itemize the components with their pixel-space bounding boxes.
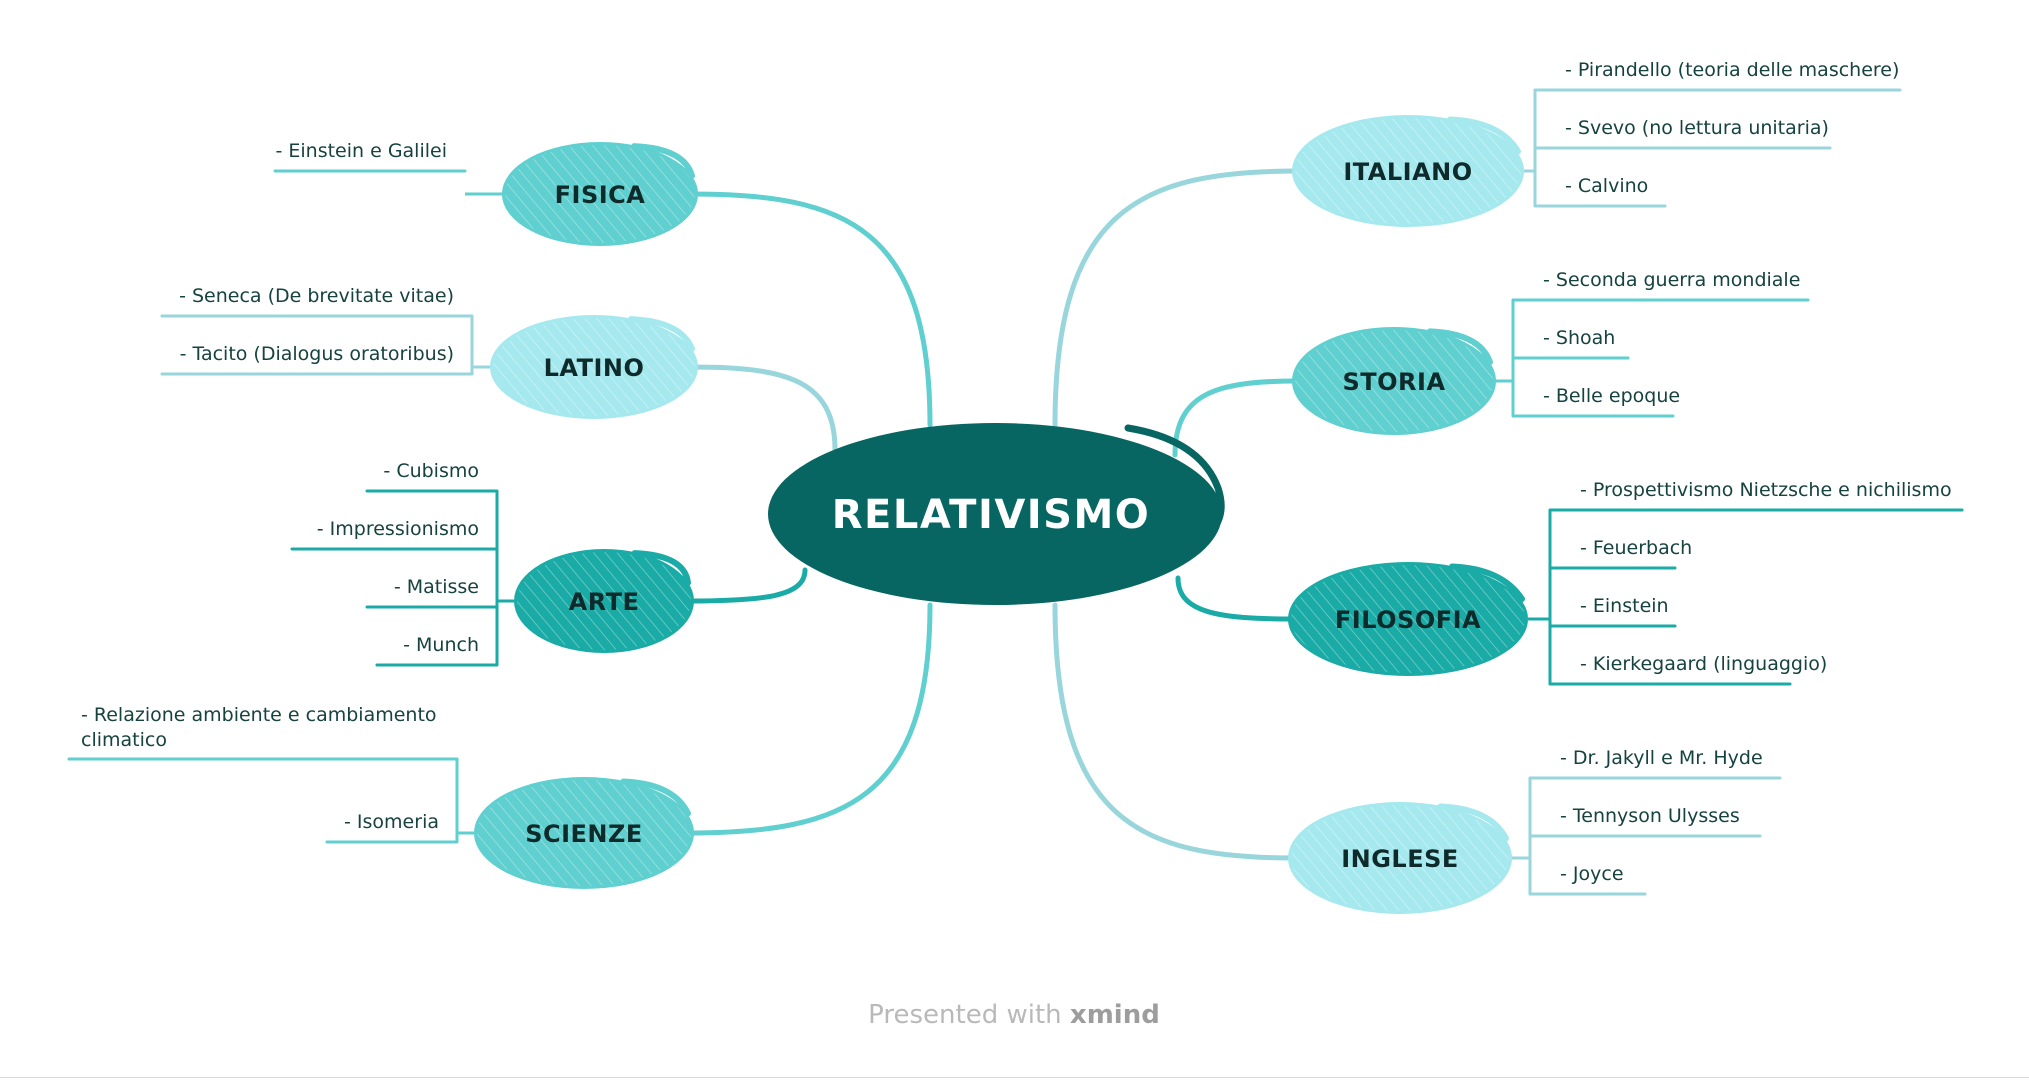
topic-italiano-label: ITALIANO bbox=[1343, 158, 1472, 186]
footer-prefix: Presented with bbox=[868, 1000, 1070, 1030]
central-topic-shape bbox=[768, 423, 1222, 605]
connector-filosofia bbox=[1175, 575, 1297, 622]
leaf-storia-2[interactable]: - Belle epoque bbox=[1511, 385, 1680, 418]
leaf-arte-3[interactable]: - Munch bbox=[375, 634, 499, 667]
topic-arte-hatching bbox=[517, 552, 691, 650]
topic-fisica-hatching bbox=[505, 145, 695, 243]
leaf-storia-1-label: - Shoah bbox=[1543, 327, 1615, 349]
topic-italiano-flourish bbox=[1447, 116, 1521, 155]
topic-storia[interactable]: STORIA bbox=[1292, 327, 1496, 435]
leaf-filosofia-1[interactable]: - Feuerbach bbox=[1548, 537, 1692, 570]
topic-inglese-label: INGLESE bbox=[1341, 845, 1459, 873]
connector-storia bbox=[1172, 378, 1301, 458]
leaf-italiano-1[interactable]: - Svevo (no lettura unitaria) bbox=[1533, 117, 1832, 150]
leaf-arte-3-label: - Munch bbox=[403, 634, 479, 656]
leaf-storia-0-label: - Seconda guerra mondiale bbox=[1543, 269, 1800, 291]
topic-storia-flourish bbox=[1426, 328, 1493, 366]
topic-scienze-label: SCIENZE bbox=[525, 820, 643, 848]
leaf-storia-0[interactable]: - Seconda guerra mondiale bbox=[1511, 269, 1810, 302]
leaf-italiano-0[interactable]: - Pirandello (teoria delle maschere) bbox=[1533, 59, 1902, 92]
connector-scienze bbox=[685, 602, 933, 836]
leaf-italiano-0-label: - Pirandello (teoria delle maschere) bbox=[1565, 59, 1899, 81]
topic-arte-label: ARTE bbox=[569, 588, 640, 616]
leaf-filosofia-3-label: - Kierkegaard (linguaggio) bbox=[1580, 653, 1827, 675]
leaf-arte-2-label: - Matisse bbox=[394, 576, 479, 598]
topic-latino-label: LATINO bbox=[544, 354, 645, 382]
connector-italiano bbox=[1052, 168, 1301, 428]
leaf-latino-1[interactable]: - Tacito (Dialogus oratoribus) bbox=[160, 343, 474, 376]
topic-filosofia-flourish bbox=[1449, 563, 1525, 603]
topic-scienze-hatching bbox=[477, 780, 691, 886]
leaf-inglese-0-label: - Dr. Jakyll e Mr. Hyde bbox=[1560, 747, 1763, 769]
topic-fisica[interactable]: FISICA bbox=[502, 142, 698, 246]
topic-storia-hatching bbox=[1295, 330, 1493, 432]
connector-arte bbox=[685, 567, 808, 604]
topic-latino[interactable]: LATINO bbox=[490, 315, 698, 419]
leaf-inglese-2[interactable]: - Joyce bbox=[1528, 863, 1647, 896]
topic-fisica-flourish bbox=[631, 143, 695, 179]
leaf-italiano-1-label: - Svevo (no lettura unitaria) bbox=[1565, 117, 1829, 139]
leaf-italiano-2[interactable]: - Calvino bbox=[1533, 175, 1667, 208]
connector-inglese bbox=[1052, 602, 1297, 861]
leaf-filosofia-0-label: - Prospettivismo Nietzsche e nichilismo bbox=[1580, 479, 1952, 501]
topic-filosofia-hatching bbox=[1291, 565, 1525, 673]
leaf-filosofia-2-label: - Einstein bbox=[1580, 595, 1669, 617]
leaf-latino-1-label: - Tacito (Dialogus oratoribus) bbox=[180, 343, 454, 365]
leaf-storia-2-label: - Belle epoque bbox=[1543, 385, 1680, 407]
leaf-fisica-0-label: - Einstein e Galilei bbox=[275, 140, 447, 162]
leaf-storia-1[interactable]: - Shoah bbox=[1511, 327, 1630, 360]
topic-italiano-hatching bbox=[1295, 118, 1521, 224]
topic-filosofia[interactable]: FILOSOFIA bbox=[1288, 562, 1528, 676]
connectors bbox=[685, 168, 1301, 861]
topic-filosofia-label: FILOSOFIA bbox=[1335, 606, 1481, 634]
leaf-arte-0[interactable]: - Cubismo bbox=[365, 460, 499, 493]
leaf-inglese-1[interactable]: - Tennyson Ulysses bbox=[1528, 805, 1762, 838]
topic-storia-label: STORIA bbox=[1342, 368, 1445, 396]
leaf-filosofia-3[interactable]: - Kierkegaard (linguaggio) bbox=[1548, 653, 1827, 686]
leaf-arte-0-label: - Cubismo bbox=[383, 460, 479, 482]
topic-inglese-hatching bbox=[1291, 805, 1509, 911]
leaf-latino-0-label: - Seneca (De brevitate vitae) bbox=[179, 285, 454, 307]
central-topic[interactable]: RELATIVISMO bbox=[768, 423, 1225, 605]
leaf-arte-1[interactable]: - Impressionismo bbox=[290, 518, 499, 551]
topic-arte-flourish bbox=[631, 550, 691, 586]
connector-latino bbox=[689, 364, 838, 453]
topic-fisica-label: FISICA bbox=[555, 181, 646, 209]
leaf-nodes: - Einstein e Galilei - Seneca (De brevita… bbox=[67, 59, 1964, 896]
bottom-divider bbox=[0, 1077, 2029, 1078]
topic-latino-hatching bbox=[493, 318, 695, 416]
connector-fisica bbox=[689, 191, 933, 428]
leaf-filosofia-0[interactable]: - Prospettivismo Nietzsche e nichilismo bbox=[1548, 479, 1964, 512]
topic-inglese[interactable]: INGLESE bbox=[1288, 802, 1512, 914]
leaf-filosofia-1-label: - Feuerbach bbox=[1580, 537, 1692, 559]
central-topic-label: RELATIVISMO bbox=[832, 492, 1151, 538]
footer-brand: xmind bbox=[1070, 1000, 1160, 1030]
topic-scienze-flourish bbox=[620, 778, 691, 817]
topic-inglese-flourish bbox=[1437, 803, 1509, 842]
leaf-scienze-1-label: - Isomeria bbox=[344, 811, 439, 833]
footer-credit: Presented with xmind bbox=[868, 1000, 1160, 1030]
leaf-inglese-2-label: - Joyce bbox=[1560, 863, 1624, 885]
leaf-italiano-2-label: - Calvino bbox=[1565, 175, 1648, 197]
leaf-scienze-1[interactable]: - Isomeria bbox=[325, 811, 459, 844]
leaf-filosofia-2[interactable]: - Einstein bbox=[1548, 595, 1677, 628]
leaf-inglese-1-label: - Tennyson Ulysses bbox=[1560, 805, 1740, 827]
leaf-fisica-0[interactable]: - Einstein e Galilei bbox=[273, 140, 467, 173]
topic-scienze[interactable]: SCIENZE bbox=[474, 777, 694, 889]
topic-italiano[interactable]: ITALIANO bbox=[1292, 115, 1524, 227]
central-topic-flourish bbox=[1124, 424, 1225, 532]
topic-nodes: FISICA LATINO ARTE SCIENZE ITALIANO STORIA FIL… bbox=[474, 115, 1528, 914]
leaf-latino-0[interactable]: - Seneca (De brevitate vitae) bbox=[160, 285, 474, 318]
leaf-arte-2[interactable]: - Matisse bbox=[365, 576, 499, 609]
leaf-inglese-0[interactable]: - Dr. Jakyll e Mr. Hyde bbox=[1528, 747, 1782, 780]
topic-latino-flourish bbox=[627, 316, 695, 352]
topic-arte[interactable]: ARTE bbox=[514, 549, 694, 653]
leaf-arte-1-label: - Impressionismo bbox=[317, 518, 479, 540]
